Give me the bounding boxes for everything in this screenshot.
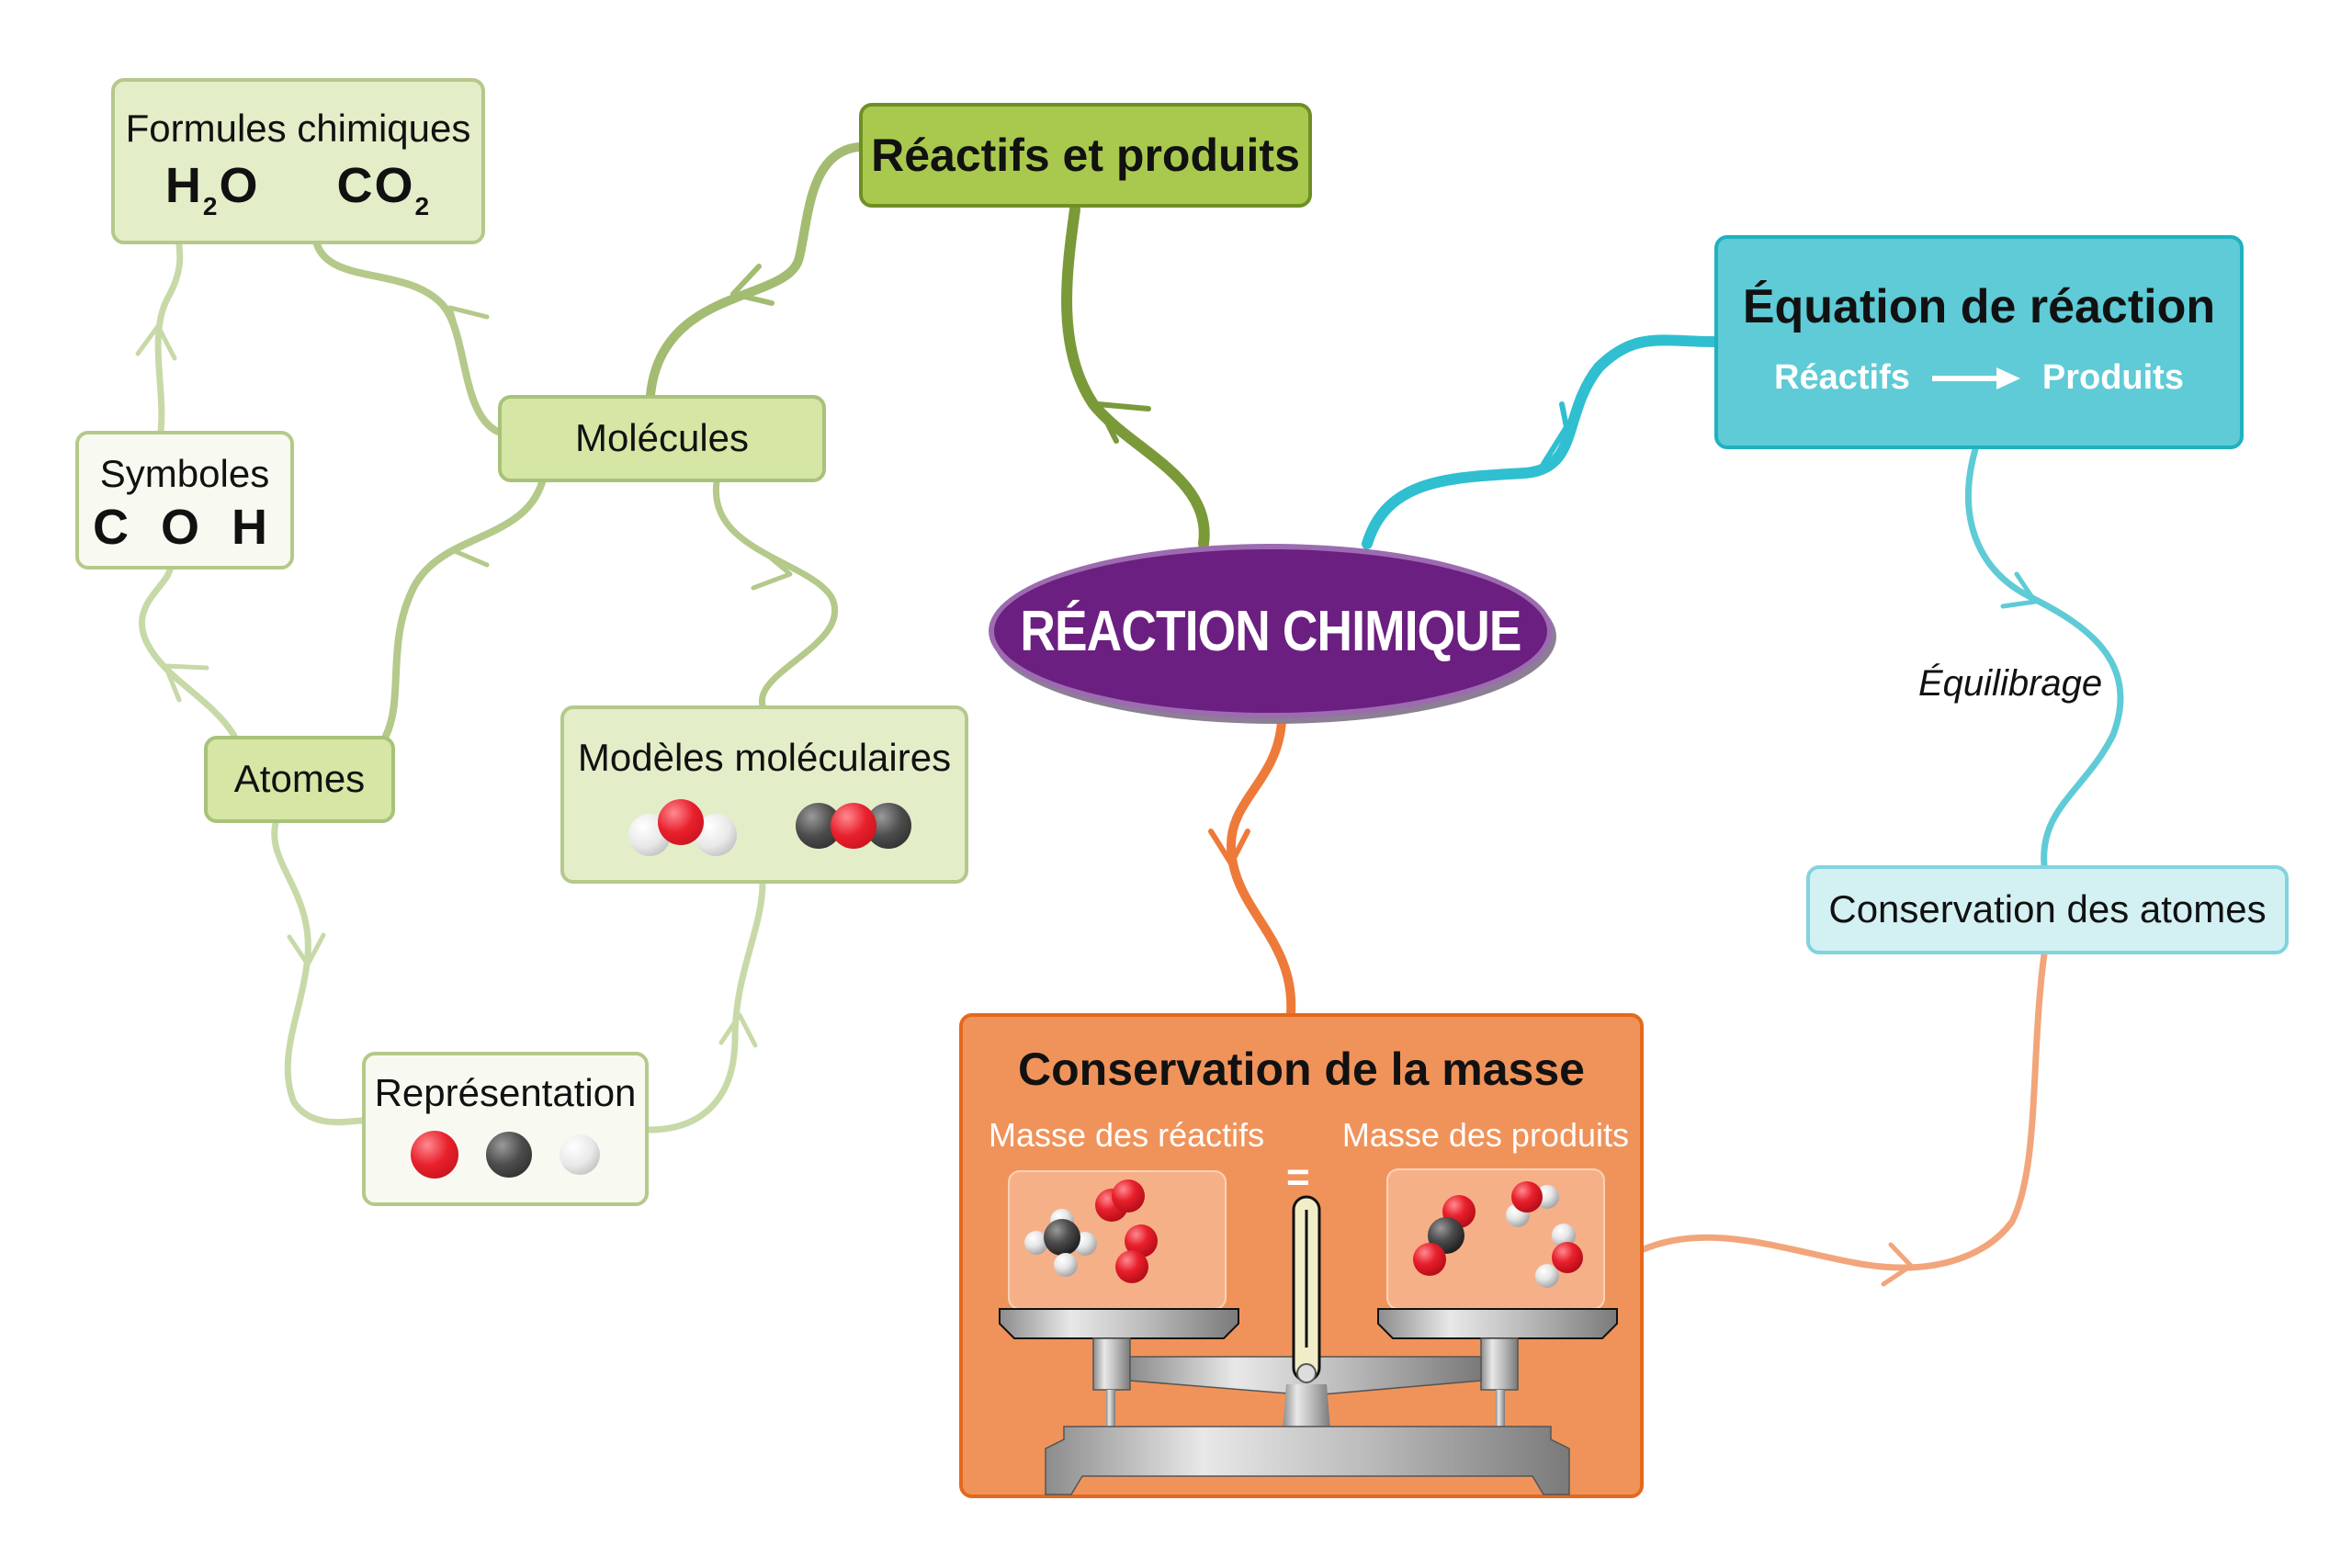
formula-h2o: H2O (164, 158, 260, 221)
node-modeles-moleculaires[interactable]: Modèles moléculaires (560, 705, 968, 884)
node-label: Réactifs et produits (871, 130, 1300, 181)
node-label: Équation de réaction (1742, 280, 2216, 333)
node-label: Atomes (233, 757, 366, 801)
arrow-head (135, 323, 177, 361)
oxygen-atom-icon (411, 1131, 458, 1179)
central-node-reaction-chimique[interactable]: RÉACTION CHIMIQUE (989, 544, 1553, 718)
edge-symboles-formules (154, 241, 184, 434)
arrow-head (2000, 571, 2038, 609)
balance-scale-icon (999, 1168, 1618, 1495)
ch4-molecule-icon (1024, 1209, 1097, 1277)
node-equation-reaction[interactable]: Équation de réaction Réactifs Produits (1714, 235, 2244, 449)
o2-molecule-icon (1115, 1224, 1158, 1283)
symbols-list: C O H (92, 500, 277, 556)
node-label: Conservation des atomes (1828, 887, 2267, 931)
node-label: Symboles (99, 452, 270, 495)
hydrogen-atom-icon (560, 1134, 600, 1176)
central-node-label: RÉACTION CHIMIQUE (1020, 599, 1521, 663)
molecule-models (564, 788, 965, 862)
node-atomes[interactable]: Atomes (204, 736, 395, 823)
edge-center-reactifs (1061, 204, 1210, 549)
node-label: Modèles moléculaires (577, 736, 952, 779)
formula-list: H2O CO2 (115, 157, 481, 221)
node-molecules[interactable]: Molécules (498, 395, 826, 482)
edge-atomes-representation (271, 819, 366, 1126)
left-pan (999, 1308, 1239, 1339)
edge-reactifs-molecules (646, 142, 864, 400)
balance-base (1045, 1426, 1570, 1495)
right-mass-label: Masse des produits (1341, 1116, 1629, 1154)
edge-label-equilibrage: Équilibrage (1918, 663, 2103, 704)
co2-molecule-icon (1413, 1195, 1476, 1276)
h2o-molecule-icon (1506, 1181, 1559, 1227)
right-pan (1377, 1308, 1618, 1339)
node-label: Formules chimiques (125, 107, 471, 150)
formula-co2: CO2 (336, 158, 432, 221)
edge-masse-conservation-atomes (1640, 951, 2048, 1271)
equals-sign: = (1286, 1155, 1310, 1200)
edge-molecules-atomes (382, 479, 546, 739)
node-label: Conservation de la masse (1018, 1043, 1585, 1095)
right-arrow-icon (1931, 367, 2020, 389)
reactants-text: Réactifs (1774, 358, 1910, 397)
arrow-head (452, 530, 490, 568)
arrow-head (447, 305, 490, 343)
arrow-head (730, 264, 775, 306)
arrow-head (751, 548, 793, 591)
edge-molecules-modeles (712, 479, 838, 709)
arrow-head (1881, 1242, 1914, 1287)
edge-center-equation (1362, 334, 1720, 549)
arrow-head (1095, 401, 1151, 444)
arrow-head (718, 1012, 758, 1048)
carbon-atom-icon (486, 1132, 532, 1179)
node-label: Représentation (374, 1071, 637, 1114)
node-symboles[interactable]: Symboles C O H (75, 431, 294, 570)
arrow-head (1541, 401, 1569, 467)
node-reactifs-produits[interactable]: Réactifs et produits (859, 103, 1312, 208)
node-formules-chimiques[interactable]: Formules chimiques H2O CO2 (111, 78, 485, 244)
co2-model-icon (796, 799, 915, 851)
arrow-head (163, 663, 209, 703)
node-label: Molécules (574, 416, 750, 460)
arrow-head (287, 932, 326, 967)
h2o-molecule-icon (1535, 1224, 1583, 1288)
edge-representation-modeles (645, 880, 766, 1134)
edge-center-masse (1226, 717, 1296, 1018)
edge-atomes-symboles (138, 566, 238, 739)
products-text: Produits (2041, 358, 2184, 397)
edge-molecules-formules (313, 241, 502, 435)
equation-expression: Réactifs Produits (1718, 358, 2240, 398)
arrow-head (1208, 829, 1250, 866)
node-conservation-masse[interactable]: Conservation de la masse Masse des réact… (959, 1013, 1644, 1498)
atom-legend (366, 1131, 645, 1179)
node-conservation-atomes[interactable]: Conservation des atomes (1806, 865, 2289, 954)
edge-equation-conservation-atomes (1965, 446, 2124, 869)
h2o-model-icon (628, 799, 739, 857)
o2-molecule-icon (1095, 1179, 1145, 1222)
left-mass-label: Masse des réactifs (989, 1116, 1265, 1154)
node-representation[interactable]: Représentation (362, 1052, 649, 1206)
